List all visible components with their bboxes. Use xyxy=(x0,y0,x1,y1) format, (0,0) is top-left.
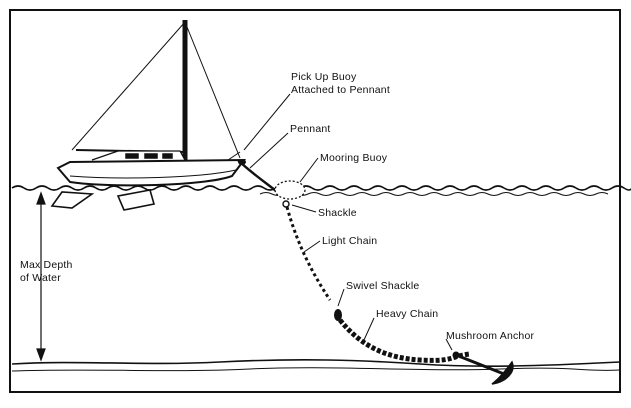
label-heavy-chain: Heavy Chain xyxy=(376,308,439,320)
pennant-line xyxy=(237,159,281,195)
sea-bottom-2 xyxy=(11,367,621,372)
label-mooring-buoy: Mooring Buoy xyxy=(320,152,388,164)
shackle xyxy=(282,200,290,208)
label-pickup-buoy-line2: Attached to Pennant xyxy=(291,84,390,96)
water-surface-2 xyxy=(259,192,609,196)
pickup-buoy xyxy=(238,159,246,165)
light-chain xyxy=(285,206,332,301)
label-shackle: Shackle xyxy=(318,207,357,219)
swivel-shackle xyxy=(334,309,342,321)
label-light-chain: Light Chain xyxy=(322,235,378,247)
leader-lines xyxy=(243,93,453,351)
label-max-depth-line1: Max Depth xyxy=(20,259,73,271)
sea-bottom xyxy=(11,359,621,367)
label-max-depth-line2: of Water xyxy=(20,272,61,284)
depth-arrow xyxy=(36,191,46,362)
sailboat xyxy=(50,20,247,211)
label-pennant: Pennant xyxy=(290,123,331,135)
mushroom-anchor xyxy=(452,351,514,385)
diagram-frame xyxy=(9,9,621,393)
label-mushroom-anchor: Mushroom Anchor xyxy=(446,330,535,342)
label-pickup-buoy-line1: Pick Up Buoy xyxy=(291,71,357,83)
water-surface xyxy=(11,185,631,191)
label-swivel-shackle: Swivel Shackle xyxy=(346,280,420,292)
mooring-buoy xyxy=(274,180,306,200)
